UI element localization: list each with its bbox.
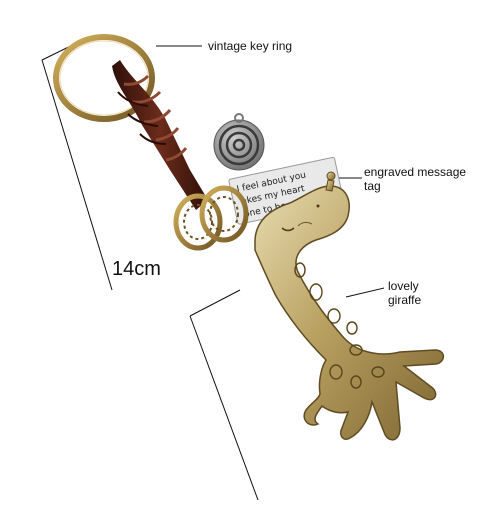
- message-tag-label-line1: engraved message: [364, 165, 467, 179]
- dimension-label: 14cm: [112, 258, 161, 280]
- message-tag-label-line2: tag: [364, 179, 381, 193]
- giraffe-label-line2: giraffe: [388, 293, 422, 307]
- spiral-medal: [213, 113, 265, 171]
- key-ring-label: vintage key ring: [208, 39, 293, 53]
- giraffe-label-line1: lovely: [388, 279, 419, 293]
- brass-rings: [173, 185, 249, 251]
- leather-braid: [112, 60, 208, 210]
- giraffe-charm: [254, 171, 445, 441]
